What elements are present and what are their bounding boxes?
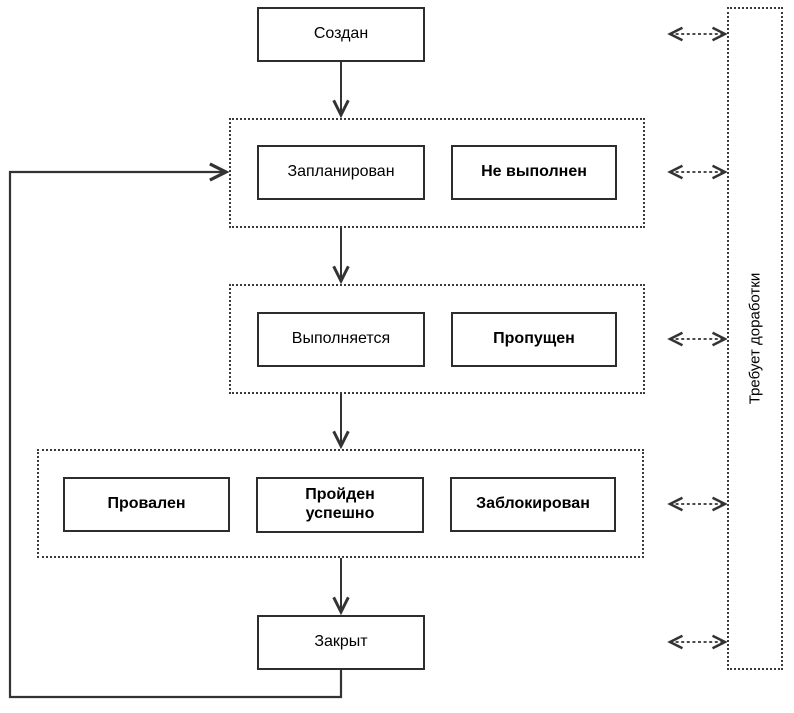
node-not-executed: Не выполнен: [451, 145, 617, 200]
group-running-states: [229, 284, 645, 394]
node-skipped: Пропущен: [451, 312, 617, 367]
group-planned-states: [229, 118, 645, 228]
group-result-states: [37, 449, 644, 558]
node-blocked: Заблокирован: [450, 477, 616, 532]
node-passed: Пройден успешно: [256, 477, 424, 533]
loop-closed-to-planned: [8, 162, 343, 699]
node-failed: Провален: [63, 477, 230, 532]
node-passed-line1: Пройден: [305, 486, 375, 504]
needs-rework-label: Требует доработки: [746, 272, 764, 405]
node-planned: Запланирован: [257, 145, 425, 200]
node-passed-line2: успешно: [305, 505, 375, 522]
node-closed: Закрыт: [257, 615, 425, 670]
needs-rework-box: Требует доработки: [727, 7, 783, 670]
node-created: Создан: [257, 7, 425, 62]
node-in-progress: Выполняется: [257, 312, 425, 367]
